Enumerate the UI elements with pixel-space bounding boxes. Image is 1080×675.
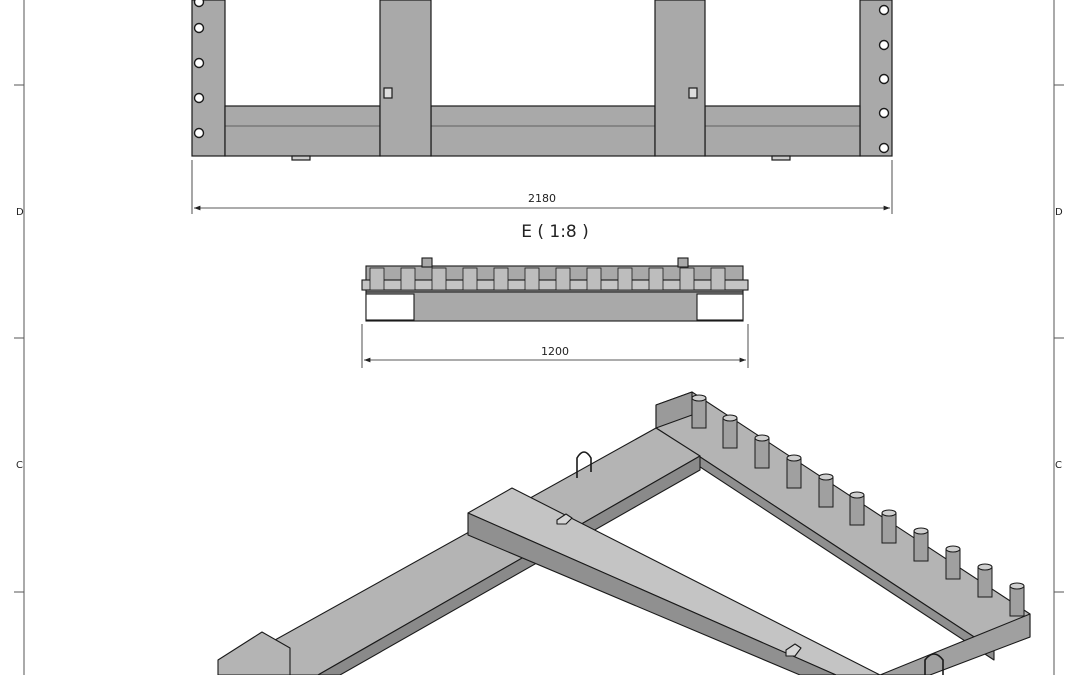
- dimension-label-2180: 2180: [528, 192, 556, 205]
- view-e-rib: [710, 267, 726, 291]
- zone-label-c-left: C: [16, 460, 23, 471]
- top-view-holes: [193, 0, 890, 154]
- zone-label-c-right: C: [1055, 460, 1062, 471]
- dimension-2180: [191, 160, 893, 214]
- isometric-pin: [849, 491, 865, 526]
- view-e-rib: [617, 267, 633, 291]
- zone-label-d-left: D: [16, 207, 24, 218]
- isometric-view: [217, 391, 1031, 675]
- isometric-pin: [722, 414, 738, 449]
- top-view: [191, 0, 893, 161]
- isometric-pin: [786, 454, 802, 489]
- view-e-rib: [493, 267, 509, 291]
- view-e-rib: [462, 267, 478, 291]
- isometric-pin: [818, 473, 834, 508]
- dimension-label-1200: 1200: [541, 345, 569, 358]
- isometric-pin: [691, 394, 707, 429]
- isometric-pin: [913, 527, 929, 562]
- view-e-rib: [369, 267, 385, 291]
- view-e-rib: [400, 267, 416, 291]
- isometric-pin: [881, 509, 897, 544]
- isometric-pin: [754, 434, 770, 469]
- isometric-pin: [945, 545, 961, 580]
- dimension-1200: [361, 324, 749, 368]
- view-e-rib: [679, 267, 695, 291]
- view-e-label: E ( 1:8 ): [521, 222, 589, 242]
- view-e-rib: [431, 267, 447, 291]
- zone-label-d-right: D: [1055, 207, 1063, 218]
- isometric-pin: [1009, 582, 1025, 617]
- view-e-rib: [524, 267, 540, 291]
- view-e-rib: [555, 267, 571, 291]
- view-e-ribs: [369, 267, 726, 291]
- isometric-pin: [977, 563, 993, 598]
- view-e-rib: [586, 267, 602, 291]
- sheet-frame: [14, 0, 1064, 675]
- isometric-pins: [691, 394, 1025, 617]
- view-e-rib: [648, 267, 664, 291]
